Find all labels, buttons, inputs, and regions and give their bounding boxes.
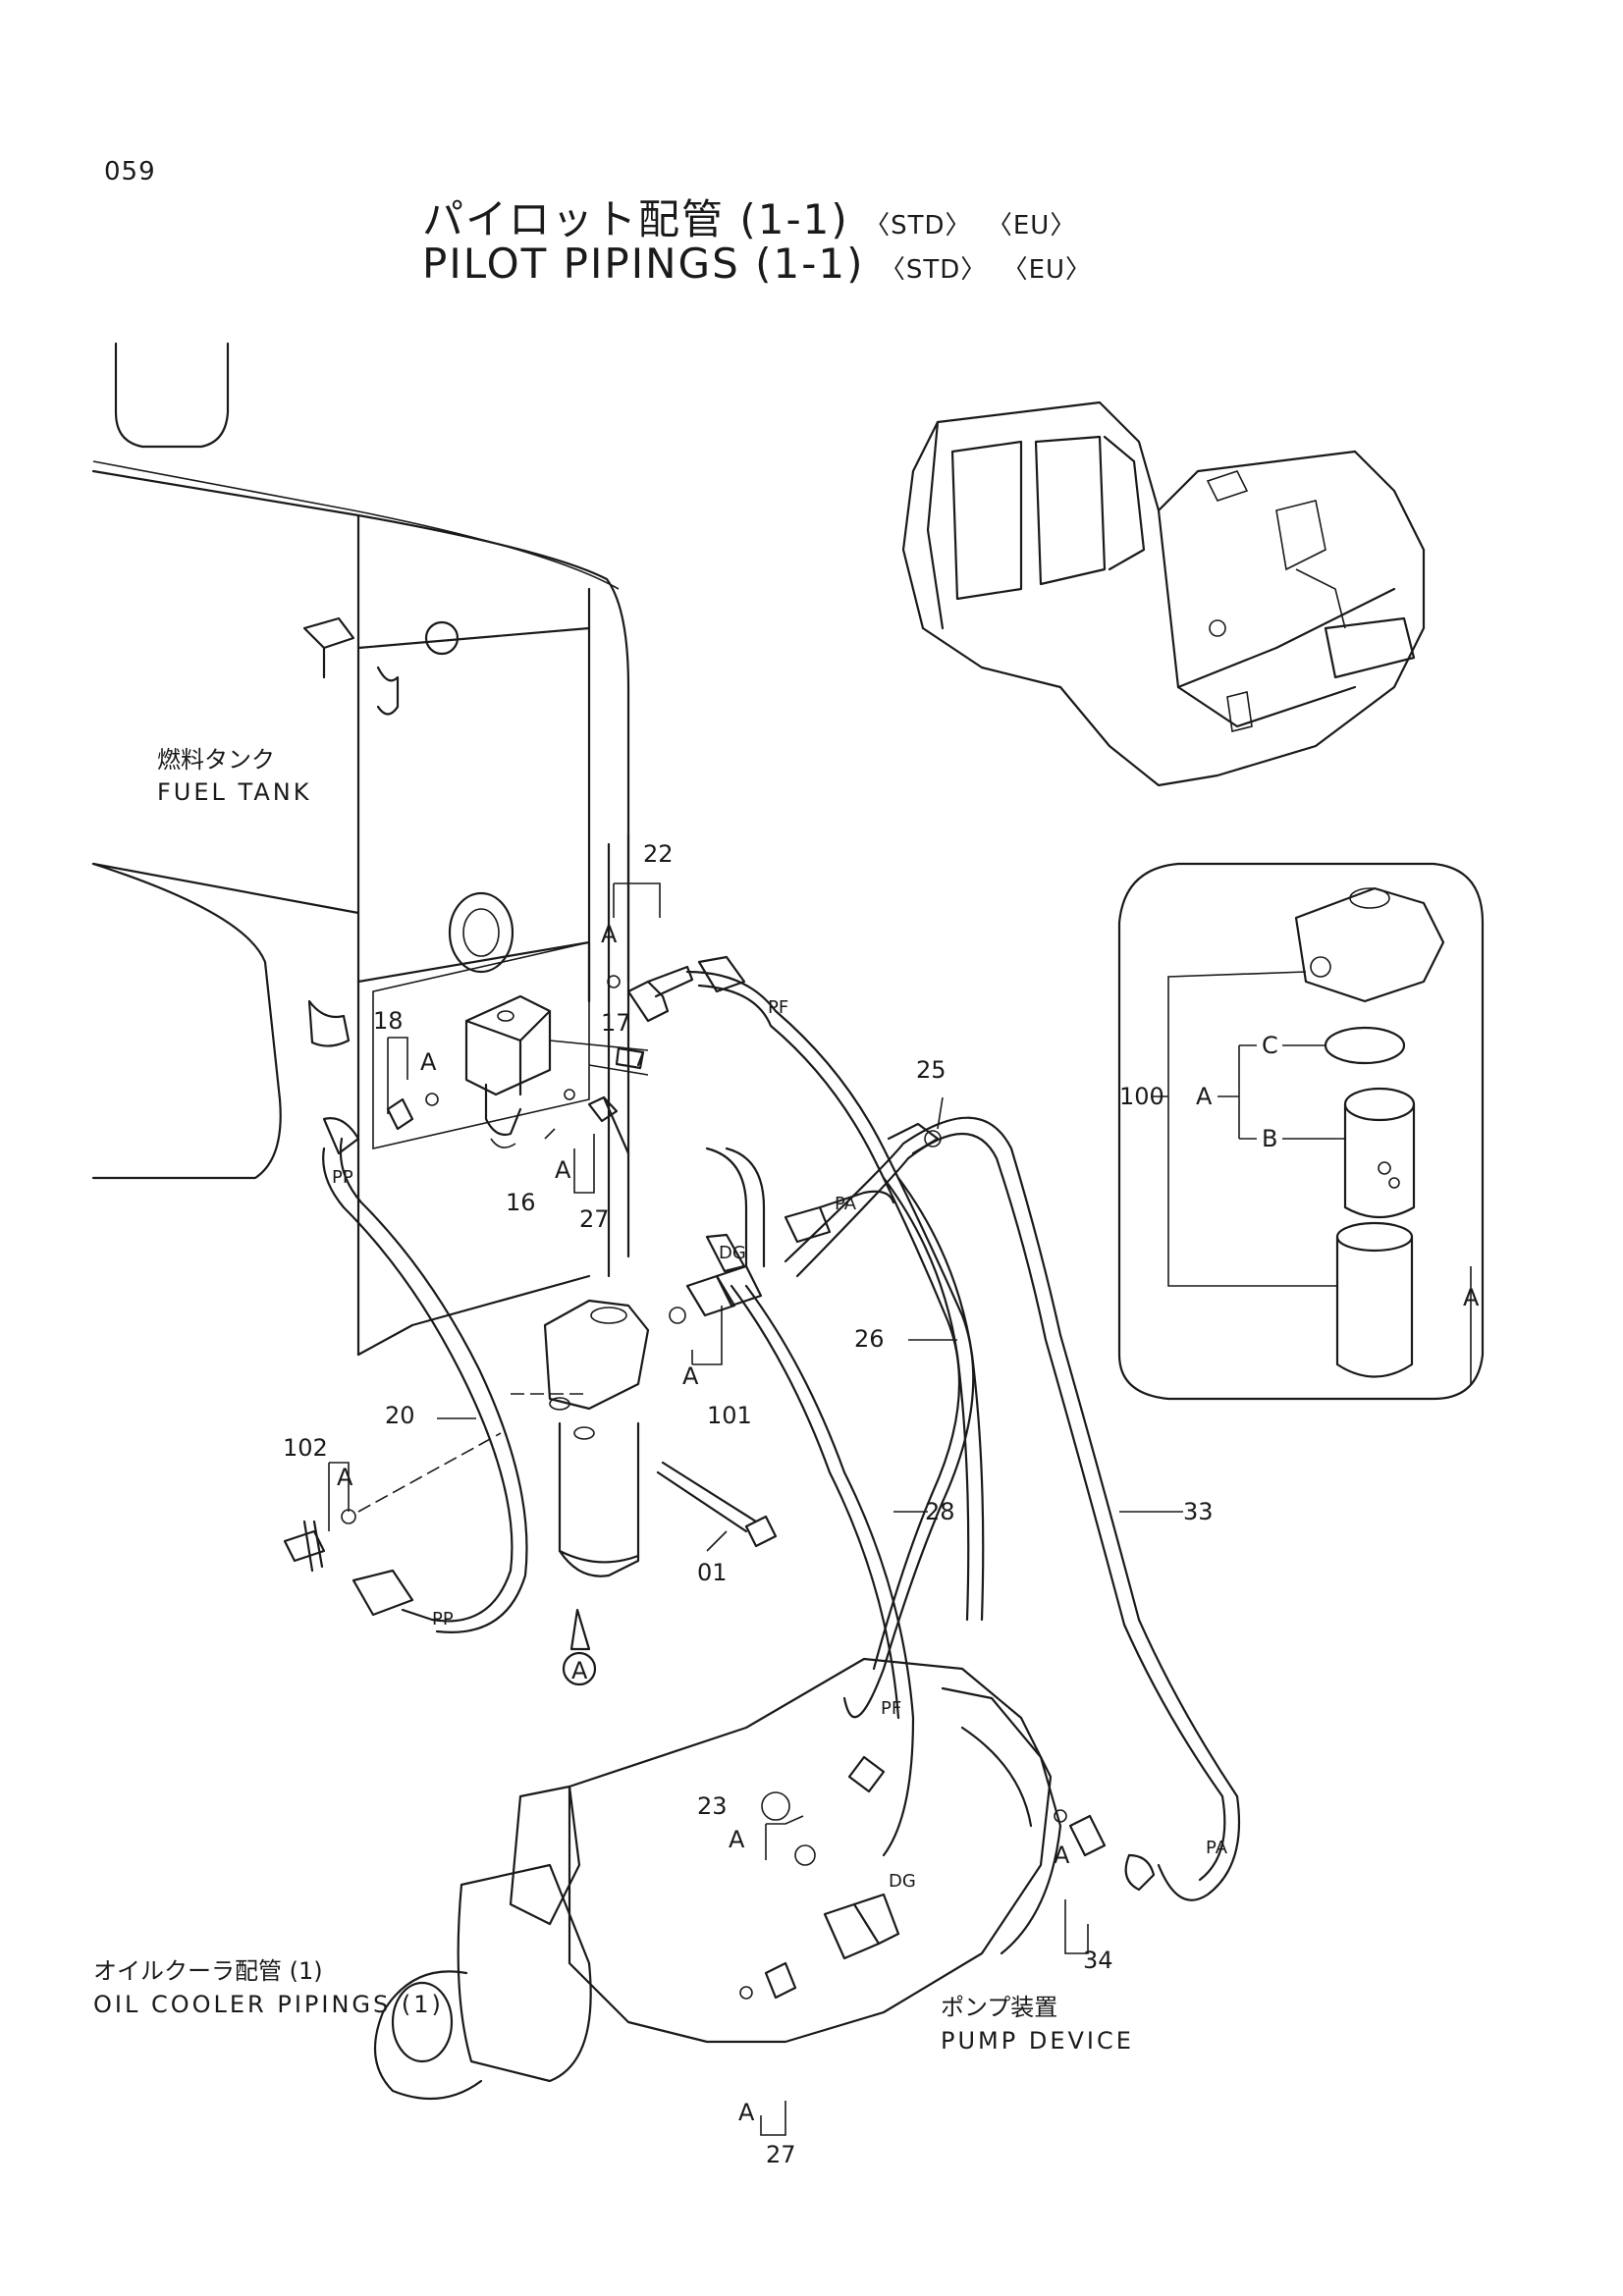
label-a-102: A <box>337 1464 353 1491</box>
pump-device-drawing <box>373 1657 1156 2101</box>
tag-std-en: 〈STD〉 <box>879 255 988 285</box>
callout-33: 33 <box>1183 1498 1214 1525</box>
callout-23: 23 <box>697 1792 728 1820</box>
title-en-text: PILOT PIPINGS (1-1) <box>422 240 865 288</box>
clamp-25 <box>887 1122 942 1155</box>
callout-102: 102 <box>283 1434 328 1462</box>
hose-label-pf-lower: PF <box>881 1698 901 1719</box>
fuel-tank-drawing <box>91 342 630 1357</box>
pump-device-jp: ポンプ装置 <box>941 1994 1057 2021</box>
hose-label-pf-upper: PF <box>768 997 788 1018</box>
callout-26: 26 <box>854 1325 885 1353</box>
title-english: PILOT PIPINGS (1-1) 〈STD〉 〈EU〉 <box>422 240 1092 288</box>
label-a-18: A <box>420 1048 437 1076</box>
tag-std: 〈STD〉 <box>864 211 972 240</box>
callout-17: 17 <box>601 1009 631 1037</box>
fitting-102 <box>283 1432 502 1573</box>
hose-pf-upper <box>685 955 975 1719</box>
hose-label-pa-lower: PA <box>1206 1838 1228 1858</box>
tag-eu-en: 〈EU〉 <box>1001 255 1093 285</box>
callout-34: 34 <box>1083 1947 1113 1974</box>
tag-eu: 〈EU〉 <box>986 211 1077 240</box>
text-labels: 燃料タンク FUEL TANK 22 A 18 A 17 A 16 27 25 … <box>93 746 1480 2168</box>
pump-device-en: PUMP DEVICE <box>941 2027 1134 2055</box>
callout-100: 100 <box>1119 1083 1164 1110</box>
excavator-inset <box>901 400 1426 787</box>
title-jp-text: パイロット配管 (1-1) <box>422 195 849 243</box>
callout-16: 16 <box>506 1189 536 1216</box>
page-number: 059 <box>104 157 156 187</box>
label-a-box: A <box>1463 1284 1480 1311</box>
fuel-tank-en: FUEL TANK <box>157 778 311 806</box>
label-a-detail: A <box>1196 1083 1213 1110</box>
callout-27-lower: 27 <box>766 2141 796 2168</box>
callout-28: 28 <box>925 1498 955 1525</box>
pilot-block-drawing <box>372 940 649 1150</box>
callout-20: 20 <box>385 1402 415 1429</box>
hose-label-dg-upper: DG <box>719 1243 746 1263</box>
fuel-tank-jp: 燃料タンク <box>157 746 275 774</box>
callout-18: 18 <box>373 1007 404 1035</box>
label-b-detail: B <box>1262 1125 1277 1152</box>
hose-label-dg-lower: DG <box>889 1871 916 1892</box>
oil-cooler-jp: オイルクーラ配管 (1) <box>93 1957 323 1985</box>
callout-leaders <box>328 882 1183 2136</box>
hose-pa-upper <box>784 1116 1241 1901</box>
label-a-34: A <box>1054 1842 1070 1869</box>
hose-26-28 <box>730 1176 985 1857</box>
label-a-27-lower: A <box>738 2099 755 2126</box>
callout-01: 01 <box>697 1559 728 1586</box>
label-c-detail: C <box>1262 1032 1278 1059</box>
filter-detail-box <box>1117 862 1485 1401</box>
label-a-101: A <box>682 1362 699 1390</box>
fittings-upper <box>386 965 694 1155</box>
callout-27-upper: 27 <box>579 1205 610 1233</box>
hose-label-pp-upper: PP <box>332 1167 353 1188</box>
pilot-filter-drawing <box>511 1299 778 1686</box>
oil-cooler-en: OIL COOLER PIPINGS (1) <box>93 1991 444 2018</box>
label-a-22: A <box>601 921 618 948</box>
hose-dg <box>669 1147 766 1324</box>
label-circle-a: A <box>571 1657 588 1684</box>
label-a-27: A <box>555 1156 571 1184</box>
hose-label-pp-lower: PP <box>432 1609 454 1629</box>
callout-25: 25 <box>916 1056 947 1084</box>
hose-label-pa-upper: PA <box>835 1194 857 1214</box>
title-japanese: パイロット配管 (1-1) 〈STD〉 〈EU〉 <box>422 187 1076 246</box>
callout-22: 22 <box>643 840 674 868</box>
callout-101: 101 <box>707 1402 752 1429</box>
hose-pp <box>322 1117 528 1633</box>
label-a-23: A <box>729 1826 745 1853</box>
